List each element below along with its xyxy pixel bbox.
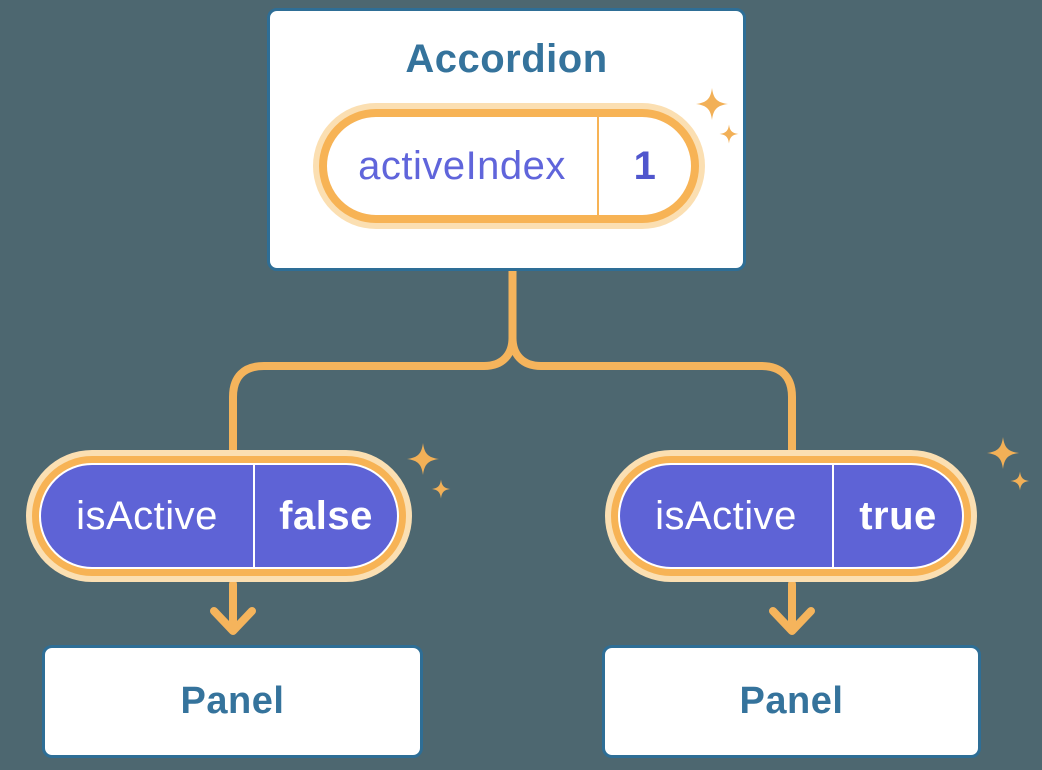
- prop-pill-isactive-false: isActive false: [26, 450, 412, 582]
- sparkle-icon-small: [431, 479, 451, 499]
- state-pill-label-cell: activeIndex: [327, 117, 597, 215]
- right-pill-sparkles: [987, 437, 1030, 491]
- prop-pill-body: isActive false: [39, 463, 399, 569]
- left-arrowhead-icon: [210, 607, 256, 635]
- right-arrowhead-icon: [769, 607, 815, 635]
- panel-title: Panel: [739, 680, 844, 722]
- prop-pill-value: false: [279, 493, 373, 538]
- panel-card-right: Panel: [602, 645, 981, 758]
- sparkle-icon-large: [407, 443, 439, 475]
- prop-pill-divider: [832, 465, 834, 567]
- prop-pill-label-cell: isActive: [620, 465, 832, 567]
- prop-pill-value: true: [859, 493, 937, 538]
- left-pill-sparkles: [407, 443, 451, 499]
- accordion-title: Accordion: [405, 37, 608, 81]
- state-pill-label: activeIndex: [358, 143, 566, 188]
- prop-pill-label-cell: isActive: [41, 465, 253, 567]
- prop-pill-ring: isActive true: [611, 456, 971, 576]
- sparkle-icon-small: [1010, 471, 1030, 491]
- accordion-component-card: Accordion activeIndex 1: [267, 8, 746, 271]
- right-branch-line: [508, 337, 796, 460]
- sparkle-icon-large: [987, 437, 1019, 469]
- prop-pill-divider: [253, 465, 255, 567]
- prop-pill-label: isActive: [76, 493, 218, 538]
- prop-pill-body: isActive true: [618, 463, 964, 569]
- panel-title: Panel: [180, 680, 285, 722]
- state-pill-value: 1: [633, 143, 657, 188]
- left-arrow: [210, 580, 256, 635]
- panel-card-left: Panel: [42, 645, 423, 758]
- state-pill: activeIndex 1: [313, 103, 705, 229]
- state-pill-divider: [597, 117, 599, 215]
- state-pill-value-cell: 1: [599, 117, 691, 215]
- prop-pill-value-cell: true: [834, 465, 962, 567]
- prop-pill-value-cell: false: [255, 465, 397, 567]
- right-arrow: [769, 580, 815, 635]
- prop-pill-label: isActive: [655, 493, 797, 538]
- state-pill-body: activeIndex 1: [319, 109, 699, 223]
- prop-pill-ring: isActive false: [32, 456, 406, 576]
- left-branch-line: [229, 337, 517, 460]
- prop-pill-isactive-true: isActive true: [605, 450, 977, 582]
